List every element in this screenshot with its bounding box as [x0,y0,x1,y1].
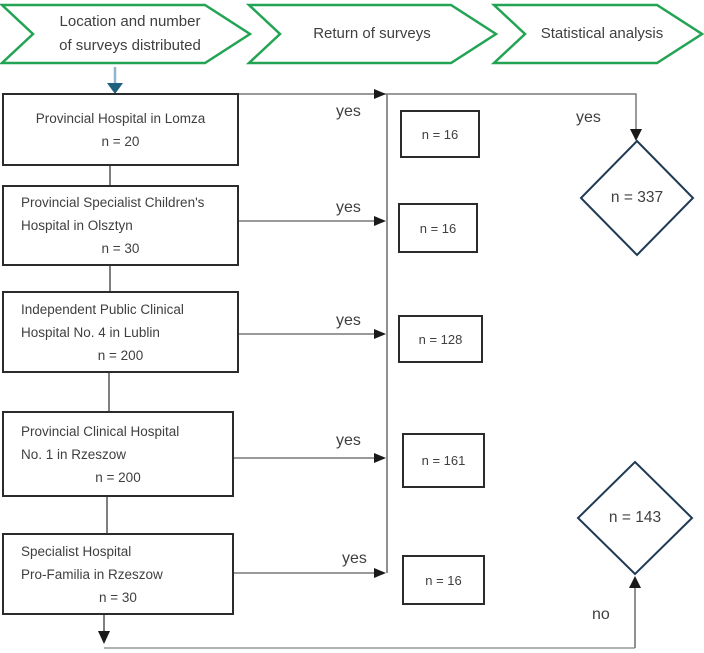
step-label-line: of surveys distributed [59,37,201,54]
sample-size-label: n = 20 [101,133,140,149]
hospital-name-line: Independent Public Clinical [21,301,184,317]
step-label-distribution: Location and number of surveys distribut… [35,5,225,63]
sample-size-label: n = 30 [101,241,140,256]
edge-label-yes-4: yes [336,432,361,449]
arrowhead-yes-2 [374,216,386,226]
step-label-line: Statistical analysis [540,25,664,42]
arrowhead-yes-1 [374,89,386,99]
included-total-label: n = 337 [610,189,664,206]
step-label-return: Return of surveys [282,5,462,63]
sample-size-label: n = 200 [95,469,141,485]
hospital-box-lomza: Provincial Hospital in Lomza n = 20 [2,93,239,166]
hospital-box-lublin: Independent Public Clinical Hospital No.… [2,291,239,373]
edge-label-yes-6: yes [576,109,601,126]
process-chevron-2 [245,3,499,65]
hospital-box-pro-familia: Specialist Hospital Pro-Familia in Rzesz… [2,533,234,615]
step-label-line: Location and number [59,13,201,30]
returned-count-label: n = 128 [418,331,463,347]
returned-count-box-2: n = 16 [398,203,478,253]
arrowhead-yes-3 [374,329,386,339]
process-chevron-3 [490,3,704,65]
returned-count-box-1: n = 16 [400,110,480,158]
returned-count-box-5: n = 16 [402,555,485,605]
arrow-top-to-diamond [239,93,637,131]
hospital-box-olsztyn: Provincial Specialist Children's Hospita… [2,185,239,266]
hospital-box-rzeszow-1: Provincial Clinical Hospital No. 1 in Rz… [2,411,234,497]
process-chevron-1 [0,3,253,65]
hospital-name-line: Provincial Specialist Children's [21,195,205,210]
start-arrow-head [107,83,123,94]
decision-diamond-included [579,139,695,257]
sample-size-label: n = 200 [97,347,144,363]
hospital-name-line: Provincial Clinical Hospital [21,423,180,439]
step-label-analysis: Statistical analysis [527,5,677,63]
excluded-total-label: n = 143 [608,509,662,526]
arrowhead-yes-4 [374,453,386,463]
step-label-line: Return of surveys [313,25,431,42]
edge-label-yes-5: yes [342,550,367,567]
sample-size-label: n = 30 [99,589,137,605]
hospital-name-line: Pro-Familia in Rzeszow [21,566,163,582]
returned-count-label: n = 16 [419,220,457,236]
edge-label-no: no [592,606,610,623]
arrowhead-into-excluded-diamond [629,576,641,588]
arrowhead-yes-5 [374,568,386,578]
returned-count-box-4: n = 161 [402,433,485,488]
hospital-name-line: Hospital No. 4 in Lublin [21,324,160,340]
returned-count-label: n = 16 [425,572,462,588]
hospital-name-line: Specialist Hospital [21,543,132,559]
edge-label-yes-2: yes [336,199,361,216]
no-route-drop-arrowhead [98,631,110,644]
arrowhead-into-included-diamond [630,129,642,141]
hospital-name-line: Hospital in Olsztyn [21,218,133,233]
returned-count-box-3: n = 128 [398,315,483,363]
hospital-name-line: Provincial Hospital in Lomza [35,110,206,126]
returned-count-label: n = 161 [421,453,466,468]
decision-diamond-excluded [576,460,694,576]
hospital-name-line: No. 1 in Rzeszow [21,446,127,462]
edge-label-yes-3: yes [336,312,361,329]
returned-count-label: n = 16 [421,126,459,142]
edge-label-yes-1: yes [336,103,361,120]
